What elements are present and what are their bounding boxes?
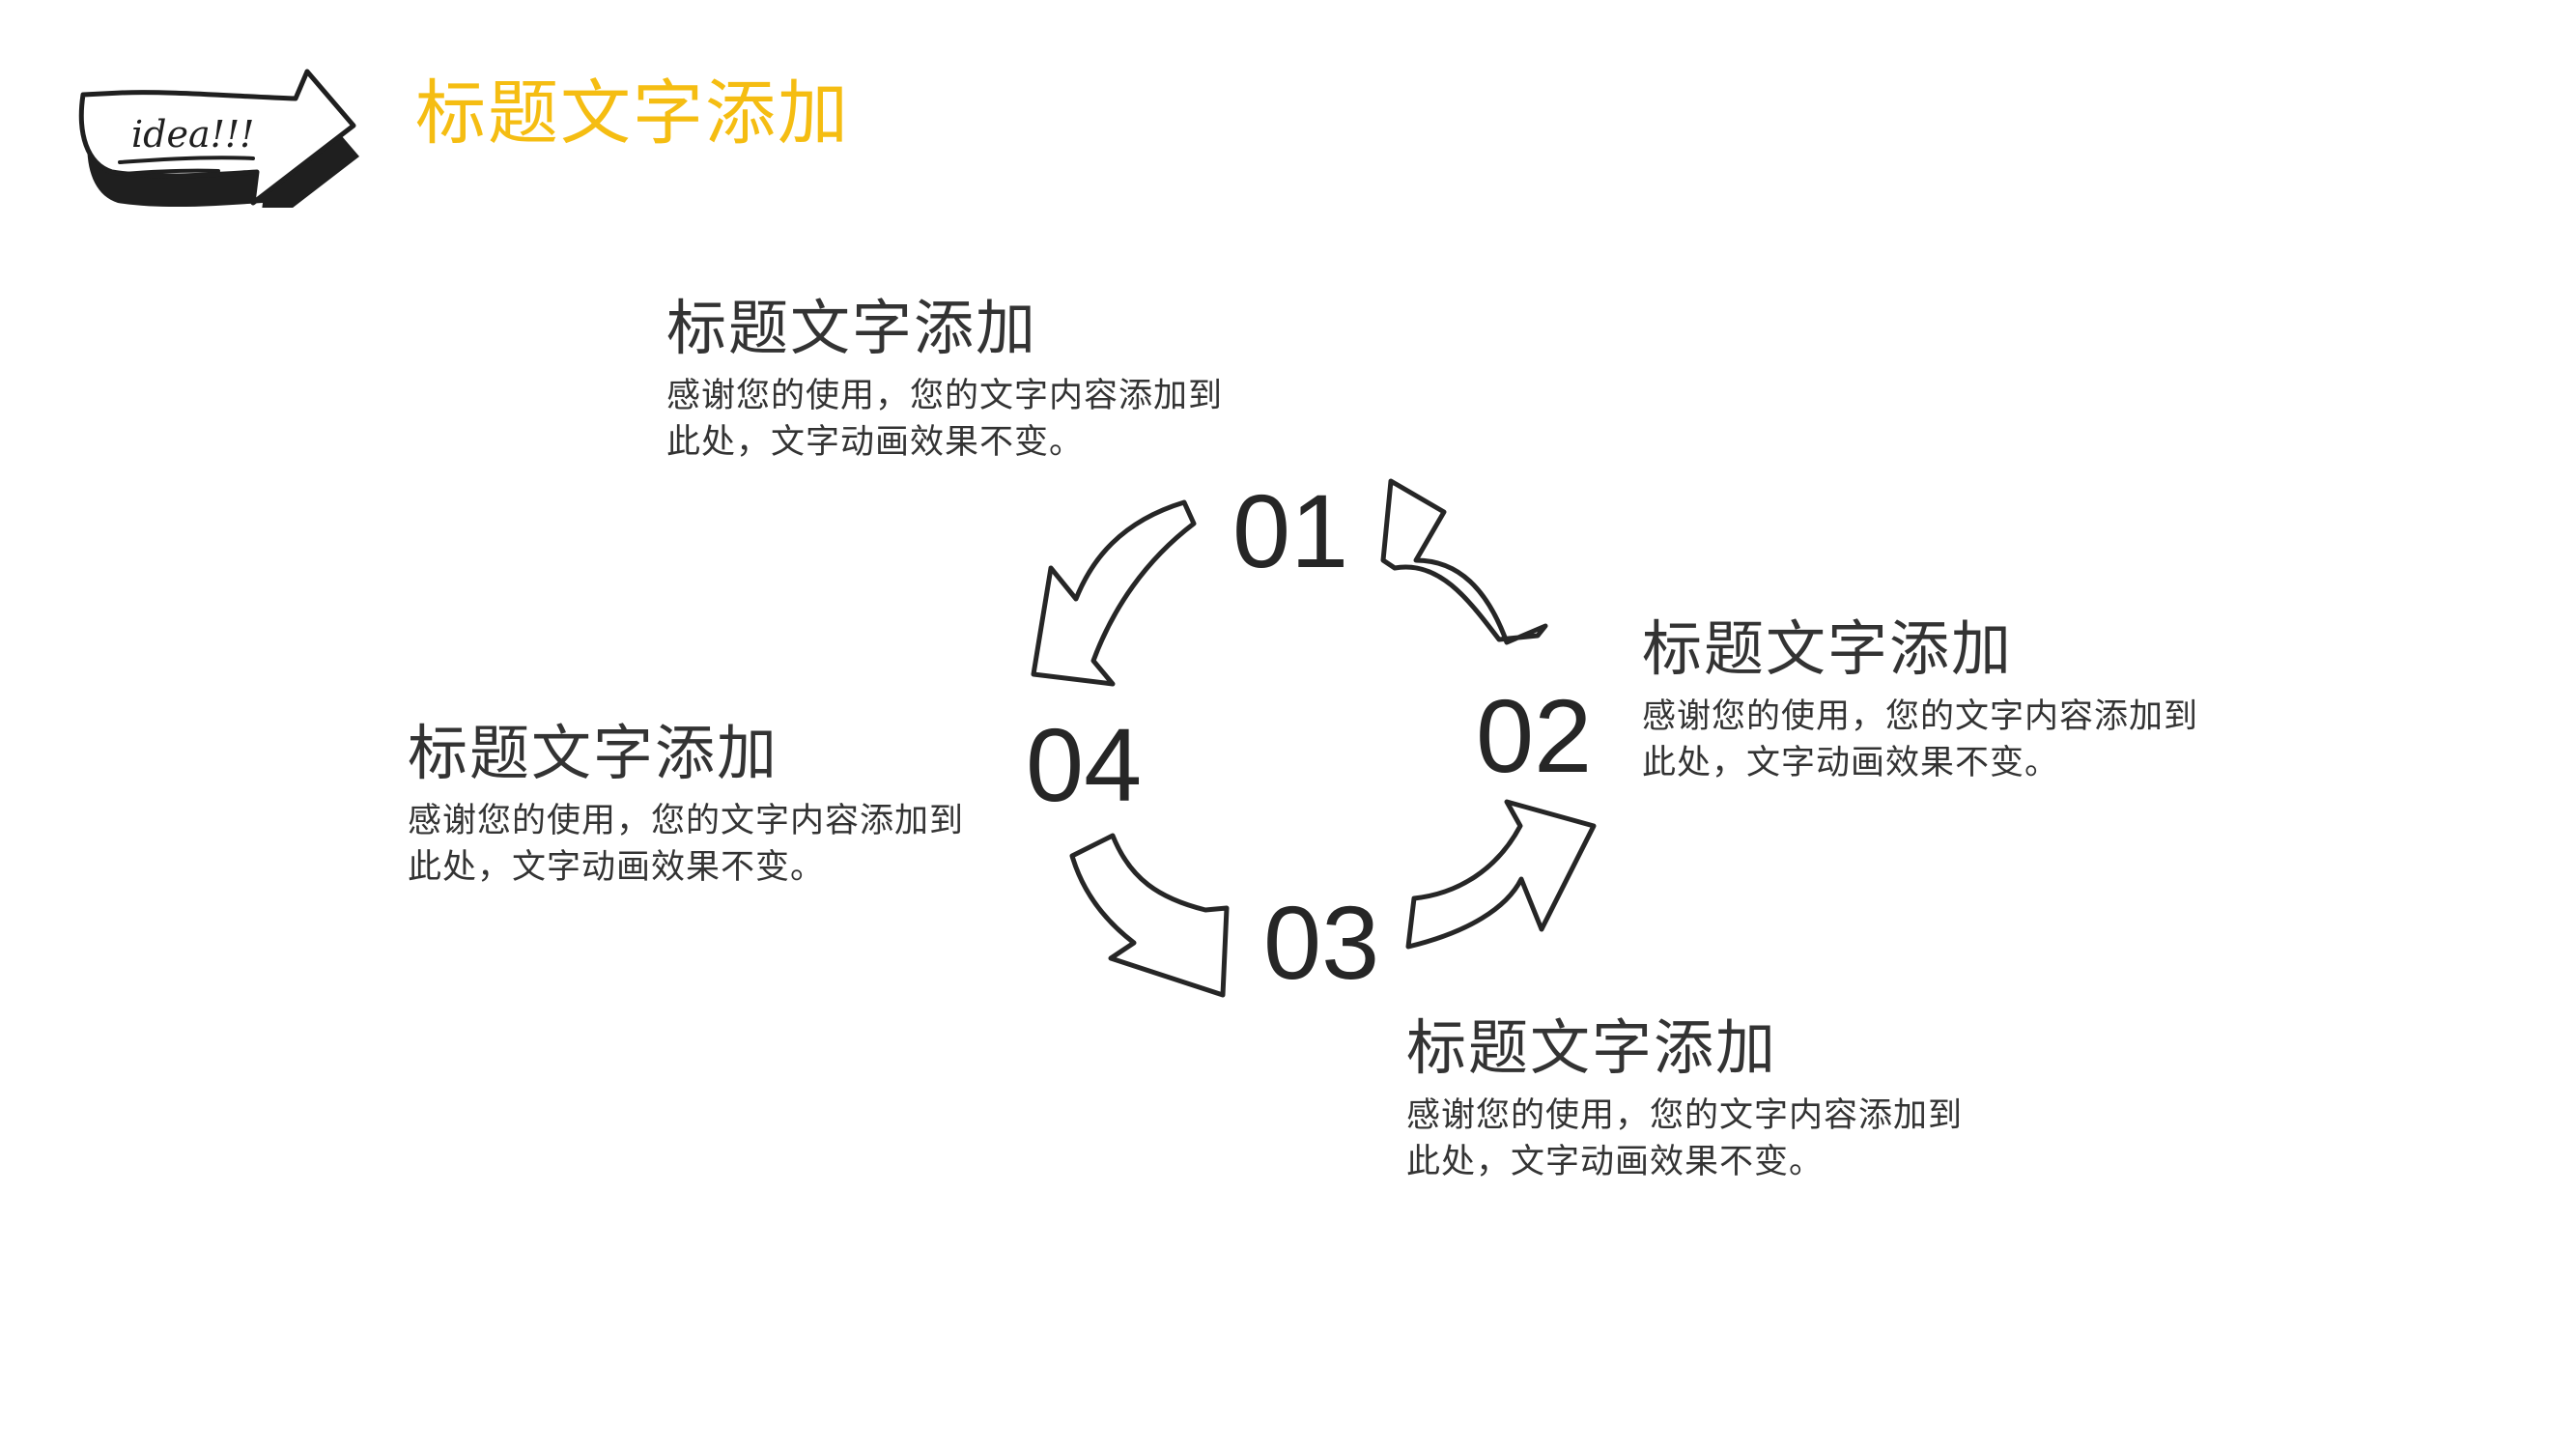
step-title-01: 标题文字添加 <box>666 293 1038 363</box>
step-desc-04: 感谢您的使用，您的文字内容添加到此处，文字动画效果不变。 <box>408 802 965 887</box>
step-block-01: 标题文字添加 感谢您的使用，您的文字内容添加到此处，文字动画效果不变。 <box>666 290 1265 466</box>
arrow-top-right-icon <box>1380 478 1548 645</box>
cycle-diagram <box>1031 478 1597 998</box>
arrow-top-left-icon <box>1031 499 1197 687</box>
logo-text: idea!!! <box>131 113 254 156</box>
arrow-bottom-right-icon <box>1405 799 1597 950</box>
arrow-bottom-left-icon <box>1069 833 1230 998</box>
step-number-02: 02 <box>1476 677 1593 794</box>
step-desc-01: 感谢您的使用，您的文字内容添加到此处，文字动画效果不变。 <box>666 377 1224 462</box>
step-block-03: 标题文字添加 感谢您的使用，您的文字内容添加到此处，文字动画效果不变。 <box>1406 1009 2005 1185</box>
step-number-03: 03 <box>1263 884 1380 1001</box>
step-title-04: 标题文字添加 <box>408 718 779 788</box>
step-number-01: 01 <box>1232 472 1349 589</box>
step-block-02: 标题文字添加 感谢您的使用，您的文字内容添加到此处，文字动画效果不变。 <box>1642 611 2241 786</box>
step-block-04: 标题文字添加 感谢您的使用，您的文字内容添加到此处，文字动画效果不变。 <box>408 715 1006 891</box>
step-title-03: 标题文字添加 <box>1406 1012 1778 1083</box>
idea-arrow-logo: idea!!! <box>78 69 359 208</box>
page-title: 标题文字添加 <box>415 72 850 155</box>
step-desc-02: 感谢您的使用，您的文字内容添加到此处，文字动画效果不变。 <box>1642 697 2199 782</box>
step-number-04: 04 <box>1026 706 1143 823</box>
step-desc-03: 感谢您的使用，您的文字内容添加到此处，文字动画效果不变。 <box>1406 1096 1964 1181</box>
step-title-02: 标题文字添加 <box>1642 613 2014 684</box>
